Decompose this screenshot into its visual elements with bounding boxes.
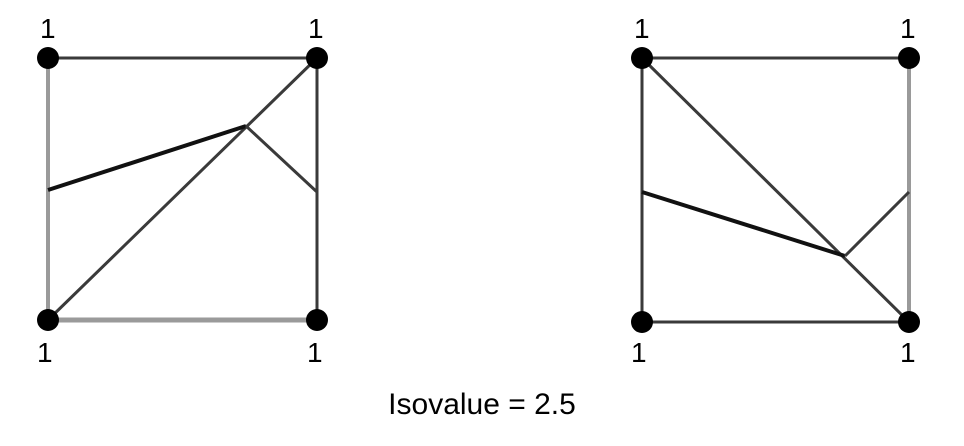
right-label-top-left: 1: [634, 13, 650, 44]
right-vertex-bottom-right: [898, 311, 920, 333]
left-label-bottom-right: 1: [307, 337, 323, 368]
left-label-top-left: 1: [40, 13, 56, 44]
right-label-bottom-left: 1: [631, 337, 647, 368]
right-label-top-right: 1: [900, 13, 916, 44]
left-contour-segment-2: [244, 124, 319, 194]
left-diagonal: [46, 56, 319, 322]
left-contour-segment-1: [47, 124, 247, 192]
left-vertex-bottom-left: [37, 309, 59, 331]
left-vertex-top-left: [37, 47, 59, 69]
left-label-top-right: 1: [308, 13, 324, 44]
left-label-bottom-left: 1: [37, 337, 53, 368]
right-diagonal: [640, 56, 911, 324]
right-contour-segment-2: [843, 190, 911, 258]
right-vertex-top-right: [898, 47, 920, 69]
right-vertex-top-left: [631, 47, 653, 69]
left-vertex-bottom-right: [306, 309, 328, 331]
left-cell: 1 1 1 1: [37, 13, 328, 368]
right-cell: 1 1 1 1: [631, 13, 920, 368]
isovalue-caption: Isovalue = 2.5: [388, 388, 576, 421]
right-contour-segment-1: [641, 190, 846, 258]
right-label-bottom-right: 1: [900, 337, 916, 368]
left-vertex-top-right: [306, 47, 328, 69]
right-vertex-bottom-left: [631, 311, 653, 333]
